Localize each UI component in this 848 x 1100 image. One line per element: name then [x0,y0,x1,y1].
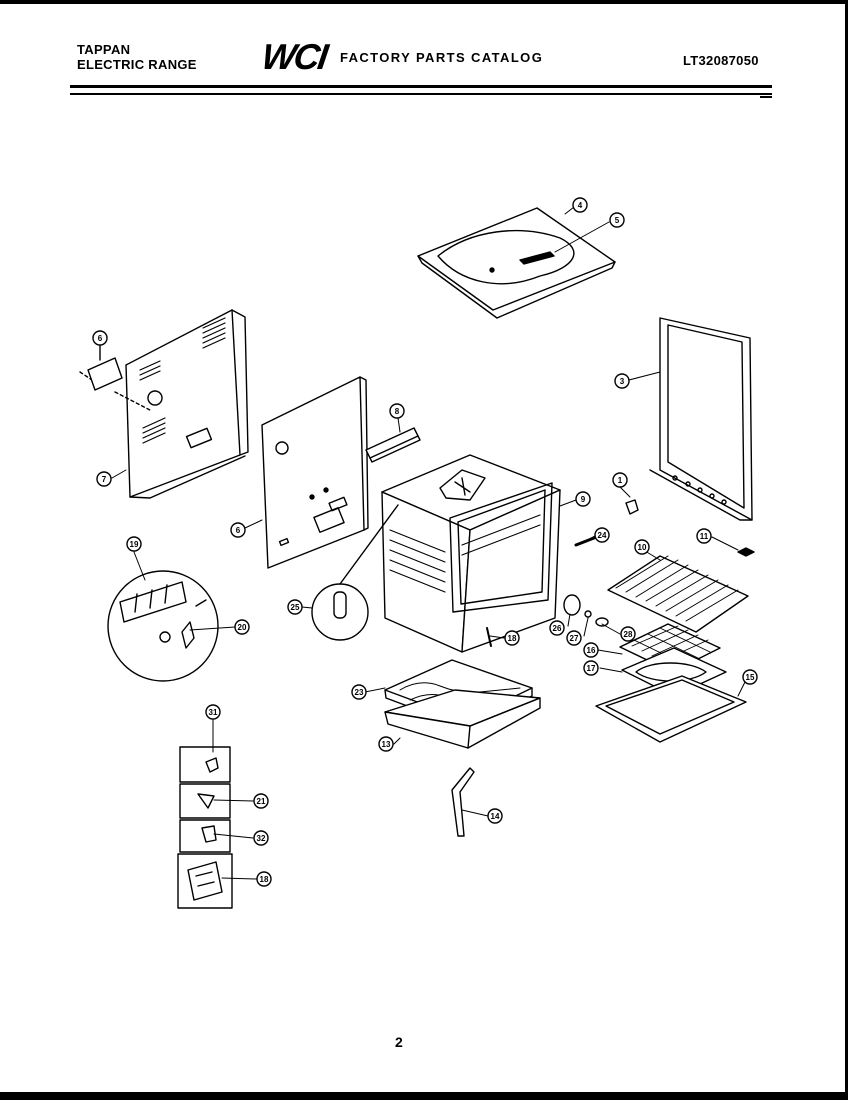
drawer-handle [451,767,475,837]
oven-door [649,317,753,521]
svg-text:25: 25 [291,603,300,612]
svg-text:6: 6 [98,334,103,343]
callout-28: 28 [620,626,636,642]
page-border-right [845,0,848,1100]
svg-text:18: 18 [260,875,269,884]
svg-text:15: 15 [746,673,755,682]
drip-tray [595,675,747,743]
svg-text:17: 17 [587,664,596,673]
svg-text:7: 7 [102,475,107,484]
callout-26: 26 [549,620,565,636]
callout-6: 6 [92,330,108,346]
callout-10: 10 [634,539,650,555]
callout-9: 9 [575,491,591,507]
page-border-bottom [0,1092,848,1100]
hinge-detail-circle [107,570,219,682]
oven-body [381,454,561,653]
svg-text:13: 13 [382,740,391,749]
svg-text:23: 23 [355,688,364,697]
callout-14: 14 [487,808,503,824]
back-panel [79,309,249,499]
svg-text:14: 14 [491,812,500,821]
svg-text:21: 21 [257,797,266,806]
callout-13: 13 [378,736,394,752]
catalog-title: FACTORY PARTS CATALOG [339,49,544,65]
callout-16: 16 [583,642,599,658]
callout-23: 23 [351,684,367,700]
callout-17: 17 [583,660,599,676]
knob-detail-circle [311,504,399,641]
svg-text:3: 3 [620,377,625,386]
svg-text:10: 10 [638,543,647,552]
svg-text:32: 32 [257,834,266,843]
callout-8: 8 [389,403,405,419]
svg-text:19: 19 [130,540,139,549]
callout-7: 7 [96,471,112,487]
svg-text:28: 28 [624,630,633,639]
callout-32: 32 [253,830,269,846]
callout-3: 3 [614,373,630,389]
callout-31: 31 [205,704,221,720]
page-number: 2 [395,1034,403,1050]
svg-text:1: 1 [618,476,623,485]
svg-text:6: 6 [236,526,241,535]
callout-15: 15 [742,669,758,685]
top-cover-panel [417,207,616,319]
callout-18b: 18 [256,871,272,887]
svg-text:27: 27 [570,634,579,643]
callout-1: 1 [612,472,628,488]
callout-27: 27 [566,630,582,646]
brand-block: TAPPAN ELECTRIC RANGE [77,42,197,72]
svg-text:18: 18 [508,634,517,643]
header-title: WCI FACTORY PARTS CATALOG [259,36,544,77]
oven-rack [607,555,749,633]
header-rule-thin [70,93,772,95]
callout-21: 21 [253,793,269,809]
svg-text:31: 31 [209,708,218,717]
svg-text:24: 24 [598,531,607,540]
callout-24: 24 [594,527,610,543]
callout-25: 25 [287,599,303,615]
svg-text:9: 9 [581,495,586,504]
callout-6b: 6 [230,522,246,538]
svg-text:11: 11 [700,532,709,541]
callout-18: 18 [504,630,520,646]
header-rule-tail [760,96,772,98]
svg-text:8: 8 [395,407,400,416]
rear-inner-panel [261,376,369,569]
model-number: LT32087050 [683,53,759,68]
svg-text:5: 5 [615,216,620,225]
callout-group: 4 5 6 7 6 8 3 9 1 11 24 19 20 25 10 26 2… [92,197,758,887]
storage-drawer [384,689,541,749]
callout-4: 4 [572,197,588,213]
svg-text:16: 16 [587,646,596,655]
callout-19: 19 [126,536,142,552]
svg-text:20: 20 [238,623,247,632]
wiring-bracket [365,427,421,463]
svg-text:4: 4 [578,201,583,210]
callout-5: 5 [609,212,625,228]
product-type: ELECTRIC RANGE [77,57,197,72]
access-plate [87,341,123,391]
page-border-top [0,0,848,4]
callout-20: 20 [234,619,250,635]
svg-text:26: 26 [553,624,562,633]
brand-name: TAPPAN [77,42,131,57]
header-rule [70,85,772,88]
callout-11: 11 [696,528,712,544]
clip-detail-column [177,746,233,909]
